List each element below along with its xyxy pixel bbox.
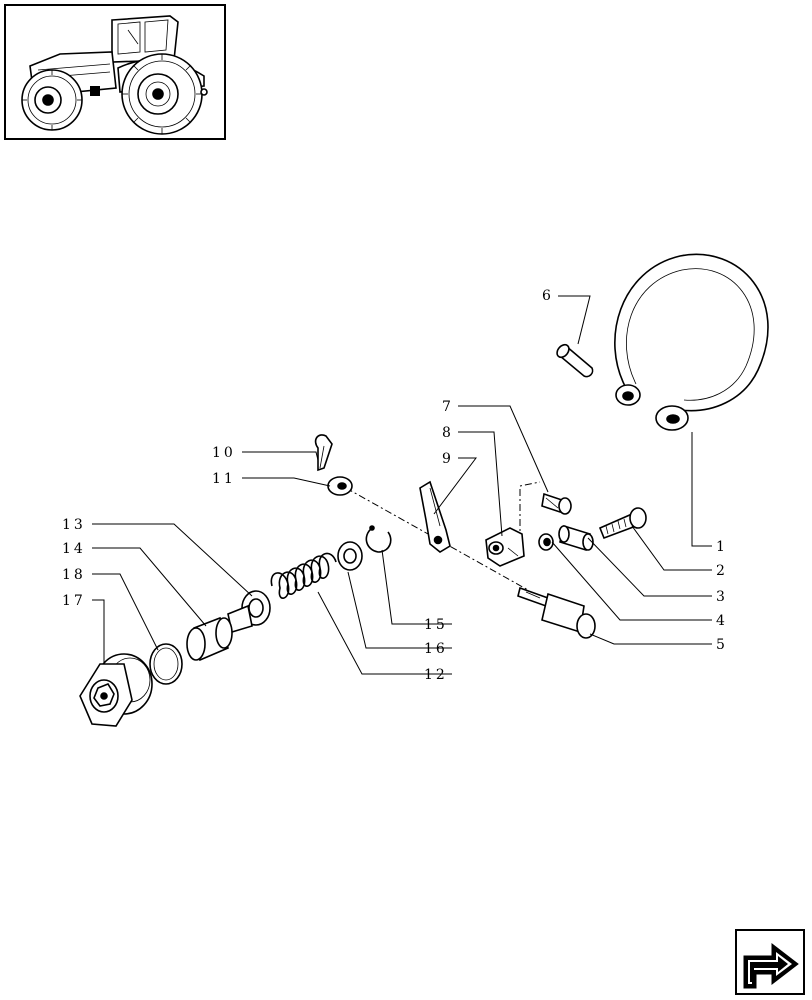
part-2-screw[interactable]: [598, 507, 647, 540]
part-3-spacer[interactable]: [558, 524, 594, 552]
part-16-washer[interactable]: [337, 541, 363, 571]
callout-17: 17: [62, 593, 86, 609]
part-14-plunger[interactable]: [186, 604, 253, 662]
part-8-bracket[interactable]: [485, 527, 525, 567]
callout-8: 8: [442, 425, 454, 441]
callout-9: 9: [442, 451, 454, 467]
callout-13: 13: [62, 517, 86, 533]
callout-5: 5: [716, 637, 728, 653]
part-15-circlip[interactable]: [365, 525, 392, 553]
part-9-lever[interactable]: [419, 480, 451, 553]
part-12-spring[interactable]: [270, 552, 337, 599]
callout-2: 2: [716, 563, 728, 579]
leader-lines: [92, 295, 712, 675]
assembly-axis-lines: [345, 481, 541, 591]
callout-18: 18: [62, 567, 86, 583]
part-11-washer[interactable]: [327, 476, 353, 496]
callout-6: 6: [542, 288, 554, 304]
part-4-washer[interactable]: [538, 533, 554, 551]
tractor-thumbnail[interactable]: [4, 4, 226, 140]
next-page-button[interactable]: [735, 929, 805, 995]
callout-11: 11: [212, 471, 236, 487]
callout-14: 14: [62, 541, 86, 557]
callout-10: 10: [212, 445, 236, 461]
callout-labels: 1 2 3 4 5 6 7 8 9 10 11 12 13 14 15 16 1…: [62, 288, 728, 683]
callout-7: 7: [442, 399, 454, 415]
callout-4: 4: [716, 613, 728, 629]
callout-12: 12: [424, 667, 448, 683]
callout-1: 1: [716, 539, 728, 555]
part-17-plug[interactable]: [79, 653, 153, 727]
next-page-arrow-icon: [743, 942, 799, 989]
callout-16: 16: [424, 641, 448, 657]
part-7-bolt[interactable]: [541, 492, 572, 515]
part-5-shaft[interactable]: [517, 586, 596, 639]
callout-3: 3: [716, 589, 728, 605]
part-10-split-pin[interactable]: [314, 434, 333, 472]
part-18-o-ring[interactable]: [149, 643, 183, 685]
part-1-band-clamp[interactable]: [614, 253, 769, 431]
tractor-icon: [21, 15, 208, 135]
part-6-pin[interactable]: [555, 342, 594, 378]
callout-15: 15: [424, 617, 448, 633]
